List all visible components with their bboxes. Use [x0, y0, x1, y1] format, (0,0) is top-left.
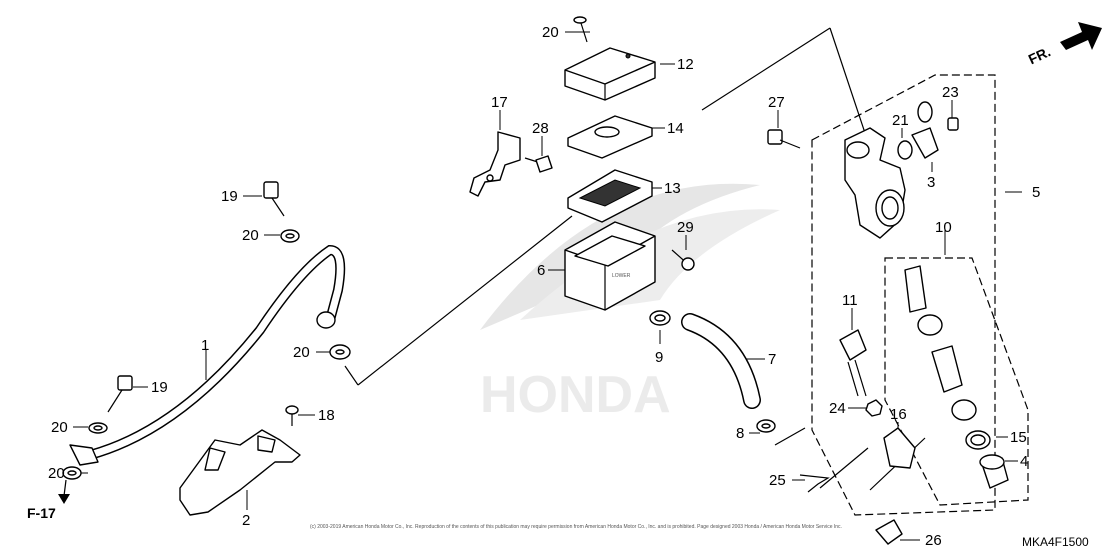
part-9-clip	[649, 310, 671, 326]
callout-12: 12	[677, 56, 694, 73]
part-7-reservoir-hose	[681, 313, 761, 409]
callout-18: 18	[318, 407, 335, 424]
part-5-master-cylinder	[844, 127, 906, 239]
callout-20-a: 20	[242, 227, 259, 244]
callout-20-b: 20	[293, 344, 310, 361]
callout-3: 3	[927, 174, 935, 191]
part-22-screw	[573, 16, 588, 43]
page-reference[interactable]: F-17	[27, 505, 56, 521]
part-13-diaphragm	[567, 169, 653, 223]
callout-16: 16	[890, 406, 907, 423]
down-arrow-icon	[58, 479, 70, 504]
part-8-clip	[756, 419, 776, 433]
callout-17: 17	[491, 94, 508, 111]
part-18-bolt	[285, 405, 299, 426]
callout-2: 2	[242, 512, 250, 529]
part-26-pin	[875, 519, 903, 545]
part-19-bolt-upper	[263, 181, 285, 217]
part-21-oring	[897, 140, 913, 160]
callout-5: 5	[1032, 184, 1040, 201]
part-12-reservoir-cap	[564, 47, 656, 101]
callout-20-c: 20	[51, 419, 68, 436]
callout-13: 13	[664, 180, 681, 197]
callout-23: 23	[942, 84, 959, 101]
callout-9: 9	[655, 349, 663, 366]
copyright-notice: (c) 2003-2019 American Honda Motor Co., …	[310, 524, 842, 530]
callout-19-upper: 19	[221, 188, 238, 205]
callout-26: 26	[925, 532, 942, 549]
part-15-circlip	[965, 430, 991, 450]
figure-code: MKA4F1500	[1022, 535, 1089, 549]
callout-25: 25	[769, 472, 786, 489]
part-20-washer-b	[329, 344, 351, 360]
callout-29: 29	[677, 219, 694, 236]
callout-11: 11	[842, 292, 858, 309]
callout-20-d: 20	[48, 465, 65, 482]
callout-22: 20	[542, 24, 559, 41]
callout-1: 1	[201, 337, 209, 354]
callout-19-lower: 19	[151, 379, 168, 396]
part-29-bolt	[671, 249, 695, 271]
callout-7: 7	[768, 351, 776, 368]
part-20-washer-a	[280, 229, 300, 243]
callout-21: 21	[892, 112, 909, 129]
callout-24: 24	[829, 400, 846, 417]
svg-text:LOWER: LOWER	[612, 273, 631, 279]
part-25-cotter-pin	[799, 474, 830, 493]
part-17-bracket	[469, 131, 521, 197]
part-1-brake-hose	[69, 244, 346, 466]
callout-8: 8	[736, 425, 744, 442]
callout-15: 15	[1010, 429, 1027, 446]
callout-4: 4	[1020, 453, 1028, 470]
part-14-diaphragm-plate	[567, 115, 653, 159]
callout-27: 27	[768, 94, 785, 111]
part-20-washer-c	[88, 422, 108, 434]
part-27-bolt	[767, 129, 801, 149]
assembly-outlines	[811, 74, 1029, 516]
part-23-bolt	[947, 117, 959, 131]
part-2-hose-guide	[179, 429, 301, 516]
callout-6: 6	[537, 262, 545, 279]
front-direction-arrow-icon	[1060, 22, 1102, 50]
part-19-bolt-lower	[107, 375, 133, 413]
part-3-joint	[911, 101, 939, 159]
part-10-piston-kit	[904, 265, 977, 421]
part-24-nut	[865, 399, 883, 417]
callout-14: 14	[667, 120, 684, 137]
callout-10: 10	[935, 219, 952, 236]
part-11-pushrod	[839, 329, 867, 397]
part-16-joint	[883, 427, 916, 469]
svg-text:HONDA: HONDA	[480, 366, 671, 424]
part-4-boot	[979, 454, 1009, 489]
callout-28: 28	[532, 120, 549, 137]
front-label: FR.	[1026, 43, 1053, 67]
part-6-reservoir: LOWER	[564, 221, 656, 311]
part-20-washer-d	[62, 466, 82, 480]
part-28-bolt	[524, 155, 553, 173]
